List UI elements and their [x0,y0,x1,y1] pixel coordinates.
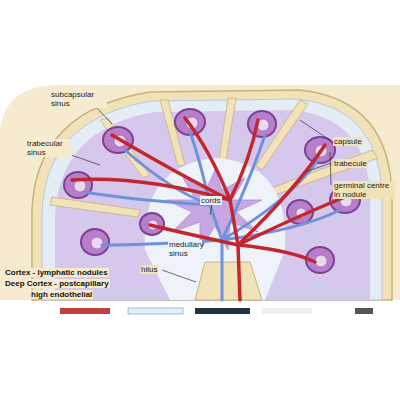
cords-label: cords [200,196,222,205]
endothelial-note: high endothelial [30,290,93,299]
trabeculae [50,98,378,217]
leader-lines [68,106,331,282]
subcapsular-sinus-label: subcapsular sinus [50,90,107,108]
medullary-sinus-label: medullary sinus [168,240,202,258]
medullary-sinus [145,158,286,300]
capsule-label: capsule [333,137,363,146]
trabecular-sinus-label: trabecular sinus [26,139,72,157]
lymphatic-nodules [64,109,360,273]
hilus-label: hilus [140,265,158,274]
hilus-region [195,262,262,300]
arteries [72,118,350,300]
cortex-note: Cortex - lymphatic nodules [4,268,109,277]
surrounding-tissue [0,85,400,300]
trabecule-label: trabecule [333,159,368,168]
germinal-centre-label: germinal centre in nodule [333,181,395,199]
deep-cortex-note: Deep Cortex - postcapillary [4,279,110,288]
thumbnail-strip [60,308,373,314]
